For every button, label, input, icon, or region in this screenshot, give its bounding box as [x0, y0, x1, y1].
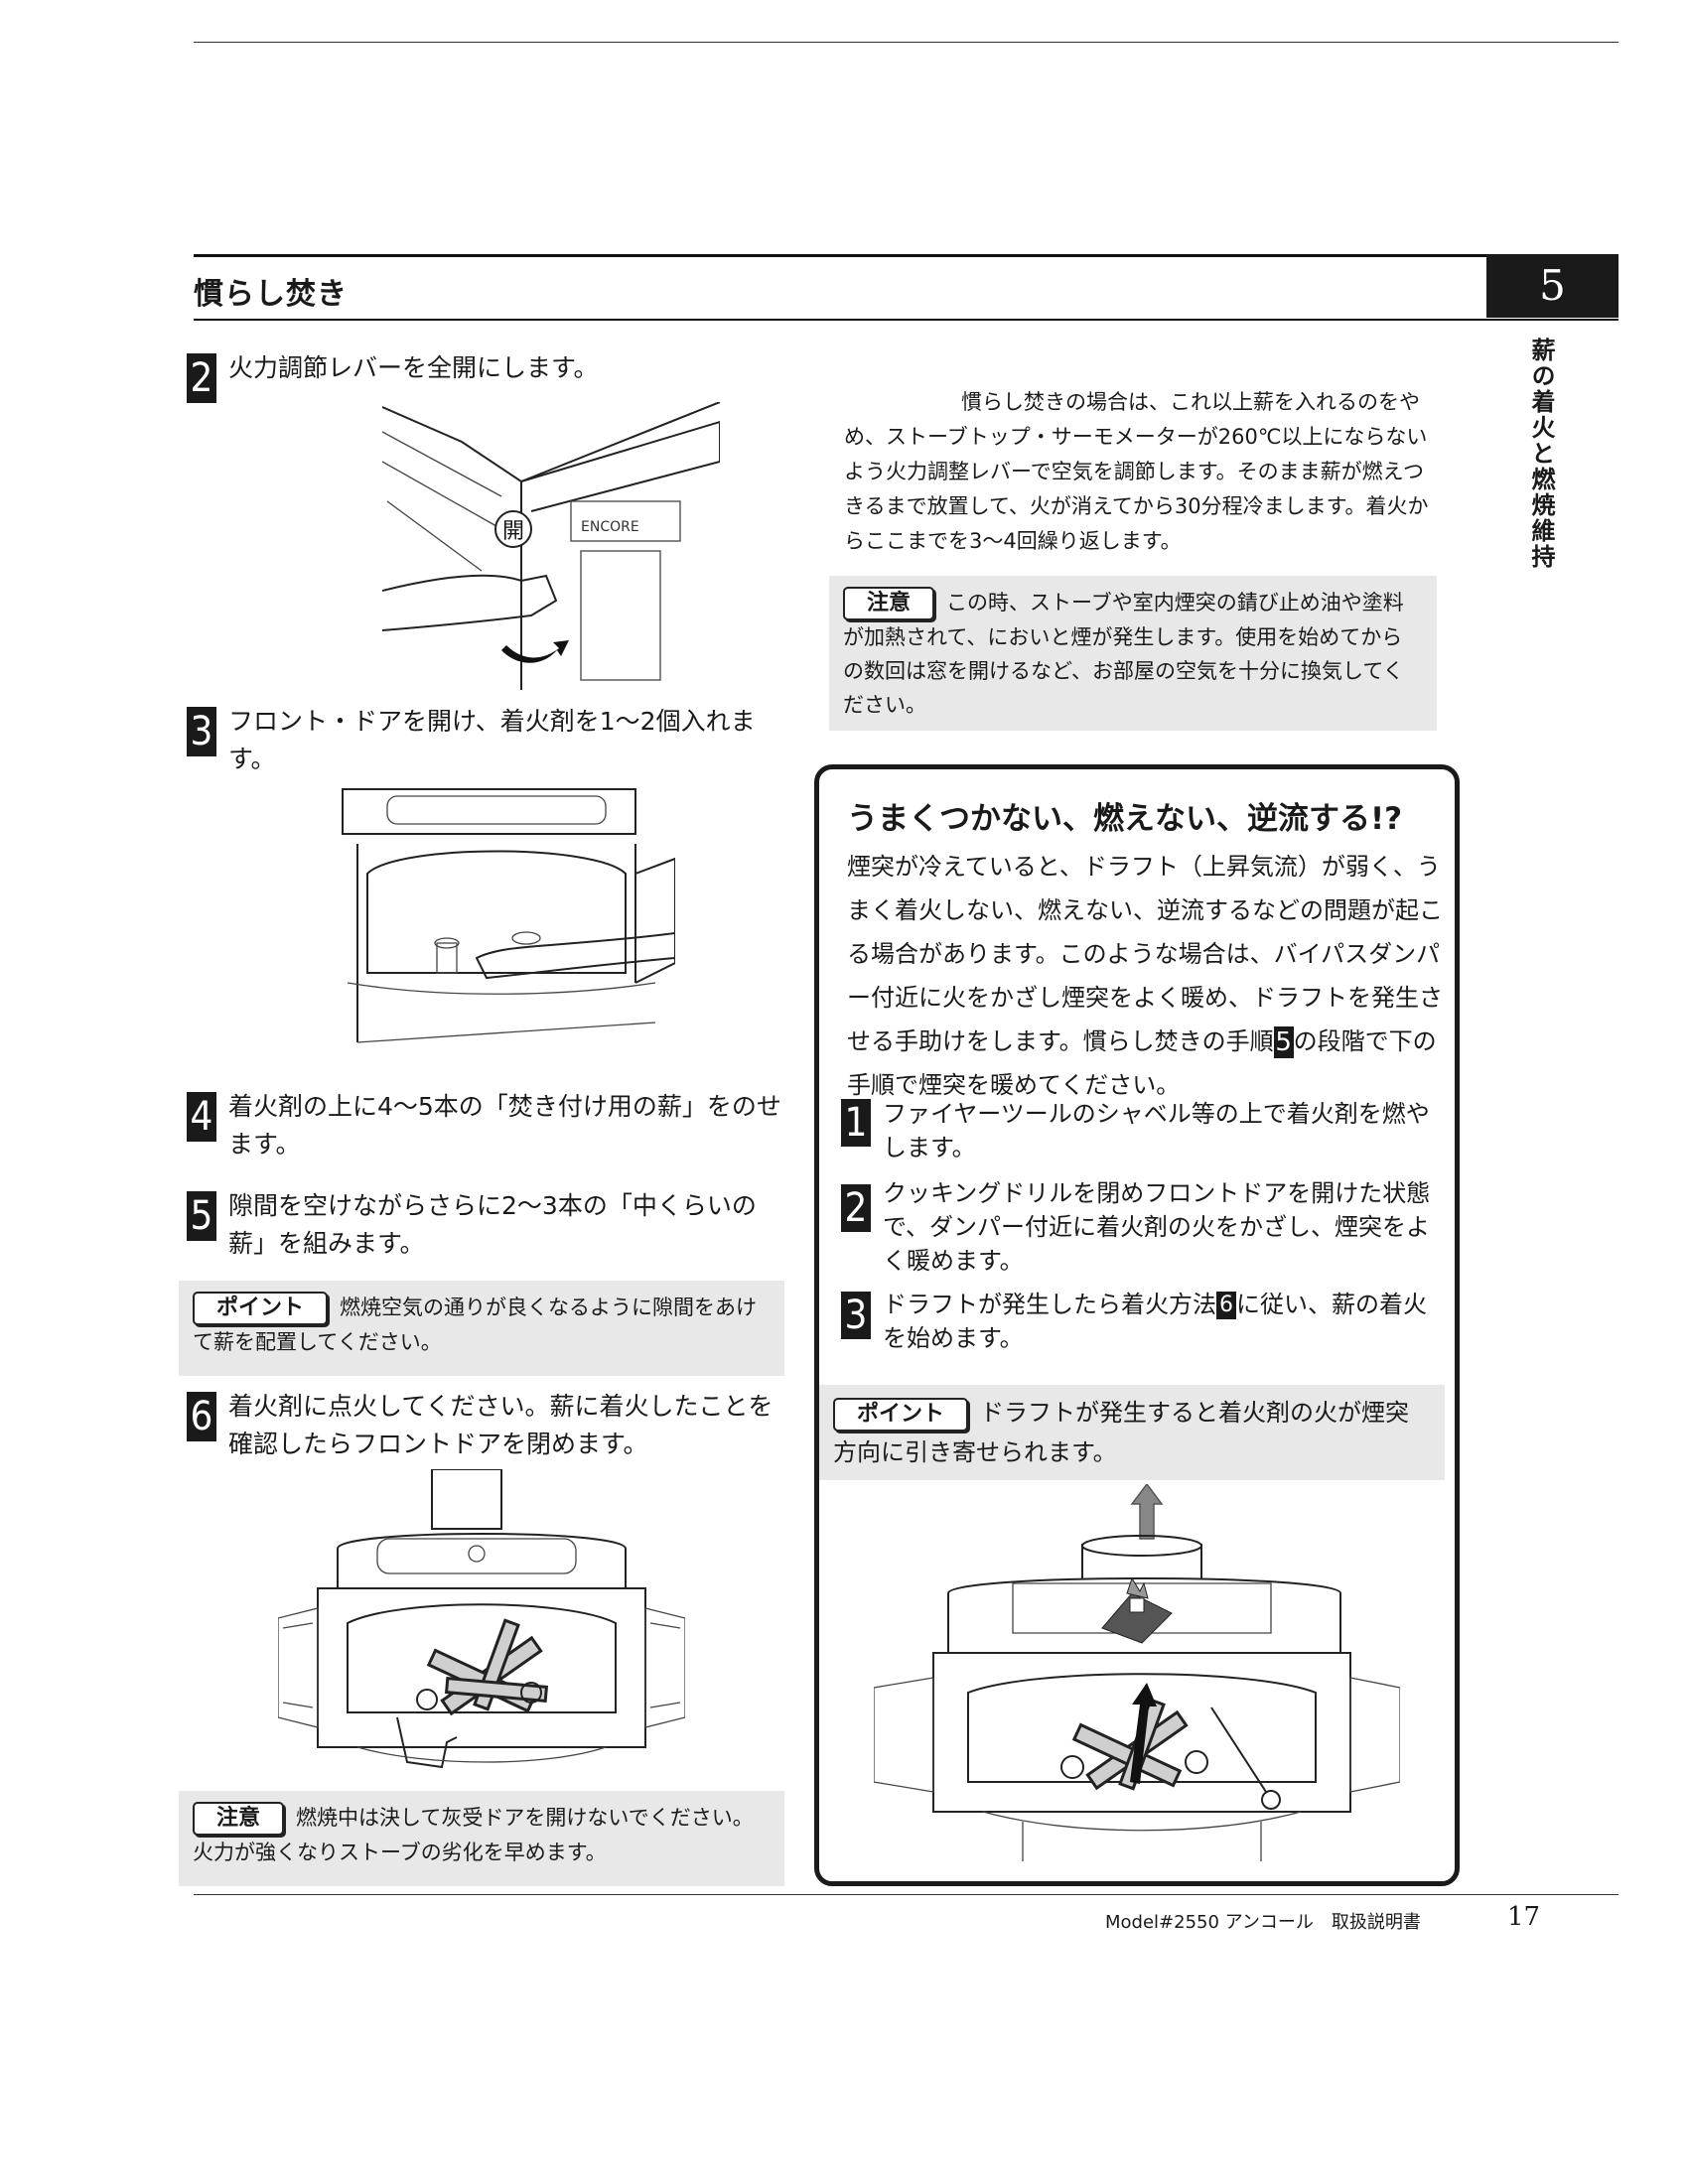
step-ref-5: 5	[1273, 1026, 1294, 1058]
point-box-left: ポイント燃焼空気の通りが良くなるように隙間をあけて薪を配置してください。	[179, 1281, 784, 1376]
step-ref-6: 6	[1216, 1292, 1236, 1319]
caution-box-right: 注意この時、ストーブや室内煙突の錆び止め油や塗料が加熱されて、においと煙が発生し…	[829, 576, 1437, 731]
caution-text: この時、ストーブや室内煙突の錆び止め油や塗料が加熱されて、においと煙が発生します…	[843, 591, 1404, 717]
step-number: 3	[187, 707, 216, 756]
step-text: 着火剤に点火してください。薪に着火したことを確認したらフロントドアを閉めます。	[228, 1392, 774, 1458]
trouble-step-2: 2 クッキングドリルを閉めフロントドアを開けた状態で、ダンパー付近に着火剤の火を…	[841, 1176, 1437, 1278]
lever-illustration: ENCORE 開	[382, 402, 720, 690]
step-number: 1	[841, 1099, 871, 1147]
top-rule	[194, 42, 1618, 43]
troubleshooting-body: 煙突が冷えていると、ドラフト（上昇気流）が弱く、うまく着火しない、燃えない、逆流…	[847, 845, 1443, 1107]
step-number: 3	[841, 1292, 871, 1339]
step-text: 火力調節レバーを全開にします。	[228, 353, 599, 382]
trouble-step-1: 1 ファイヤーツールのシャベル等の上で着火剤を燃やします。	[841, 1097, 1437, 1164]
step-5: 5 隙間を空けながらさらに2〜3本の「中くらいの薪」を組みます。	[187, 1187, 782, 1263]
draft-illustration	[874, 1484, 1400, 1861]
point-text: ドラフトが発生すると着火剤の火が煙突方向に引き寄せられます。	[833, 1399, 1410, 1466]
footer-model: Model#2550 アンコール 取扱説明書	[1105, 1912, 1421, 1933]
troubleshooting-text: 煙突が冷えていると、ドラフト（上昇気流）が弱く、うまく着火しない、燃えない、逆流…	[847, 853, 1443, 1055]
step-text: 隙間を空けながらさらに2〜3本の「中くらいの薪」を組みます。	[228, 1191, 757, 1258]
step-number: 2	[841, 1184, 871, 1232]
step-number: 6	[187, 1392, 216, 1441]
step-number: 4	[187, 1092, 216, 1142]
troubleshooting-title: うまくつかない、燃えない、逆流する!?	[847, 801, 1403, 837]
brand-label: ENCORE	[581, 519, 639, 535]
lighting-illustration	[278, 1469, 685, 1769]
chapter-number: 5	[1486, 254, 1618, 318]
step-text-end: に従い、薪の着火を始めます。	[883, 1291, 1427, 1352]
point-box-right: ポイントドラフトが発生すると着火剤の火が煙突方向に引き寄せられます。	[819, 1385, 1445, 1480]
step-text: フロント・ドアを開け、着火剤を1〜2個入れます。	[228, 707, 756, 773]
step-number: 2	[187, 353, 216, 403]
caution-label: 注意	[193, 1802, 285, 1836]
side-chapter-title: 薪の着火と燃焼維持	[1527, 338, 1556, 570]
point-label: ポイント	[193, 1292, 329, 1325]
point-text: 燃焼空気の通りが良くなるように隙間をあけて薪を配置してください。	[193, 1296, 758, 1354]
page-number: 17	[1507, 1902, 1541, 1932]
open-mark-label: 開	[502, 519, 524, 544]
troubleshooting-box: うまくつかない、燃えない、逆流する!? 煙突が冷えていると、ドラフト（上昇気流）…	[814, 764, 1460, 1886]
step-6: 6 着火剤に点火してください。薪に着火したことを確認したらフロントドアを閉めます…	[187, 1388, 782, 1463]
step-number: 5	[187, 1191, 216, 1241]
step-text-start: ドラフトが発生したら着火方法	[883, 1291, 1216, 1318]
caution-box-bottom: 注意燃焼中は決して灰受ドアを開けないでください。火力が強くなりストーブの劣化を早…	[179, 1791, 784, 1886]
section-title: 慣らし焚き	[194, 277, 348, 312]
break-in-paragraph: 慣らし焚きの場合は、これ以上薪を入れるのをやめ、ストーブトップ・サーモメーターが…	[844, 390, 1429, 553]
point-label: ポイント	[833, 1398, 969, 1432]
caution-text: 燃焼中は決して灰受ドアを開けないでください。火力が強くなりストーブの劣化を早めま…	[193, 1806, 754, 1864]
firestarter-illustration	[342, 788, 675, 1043]
step-text: クッキングドリルを閉めフロントドアを開けた状態で、ダンパー付近に着火剤の火をかざ…	[883, 1179, 1431, 1275]
bottom-rule	[194, 1894, 1618, 1895]
step-2: 2 火力調節レバーを全開にします。	[187, 349, 782, 403]
caution-label: 注意	[843, 587, 935, 620]
troubleshooting-text-end: の段階で下の手順で煙突を暖めてください。	[847, 1027, 1437, 1099]
section-header: 慣らし焚き	[194, 254, 1618, 321]
step-text: 着火剤の上に4〜5本の「焚き付け用の薪」をのせます。	[228, 1092, 781, 1159]
step-4: 4 着火剤の上に4〜5本の「焚き付け用の薪」をのせます。	[187, 1088, 782, 1163]
step-text: ファイヤーツールのシャベル等の上で着火剤を燃やします。	[883, 1100, 1430, 1161]
step-3: 3 フロント・ドアを開け、着火剤を1〜2個入れます。	[187, 703, 802, 778]
